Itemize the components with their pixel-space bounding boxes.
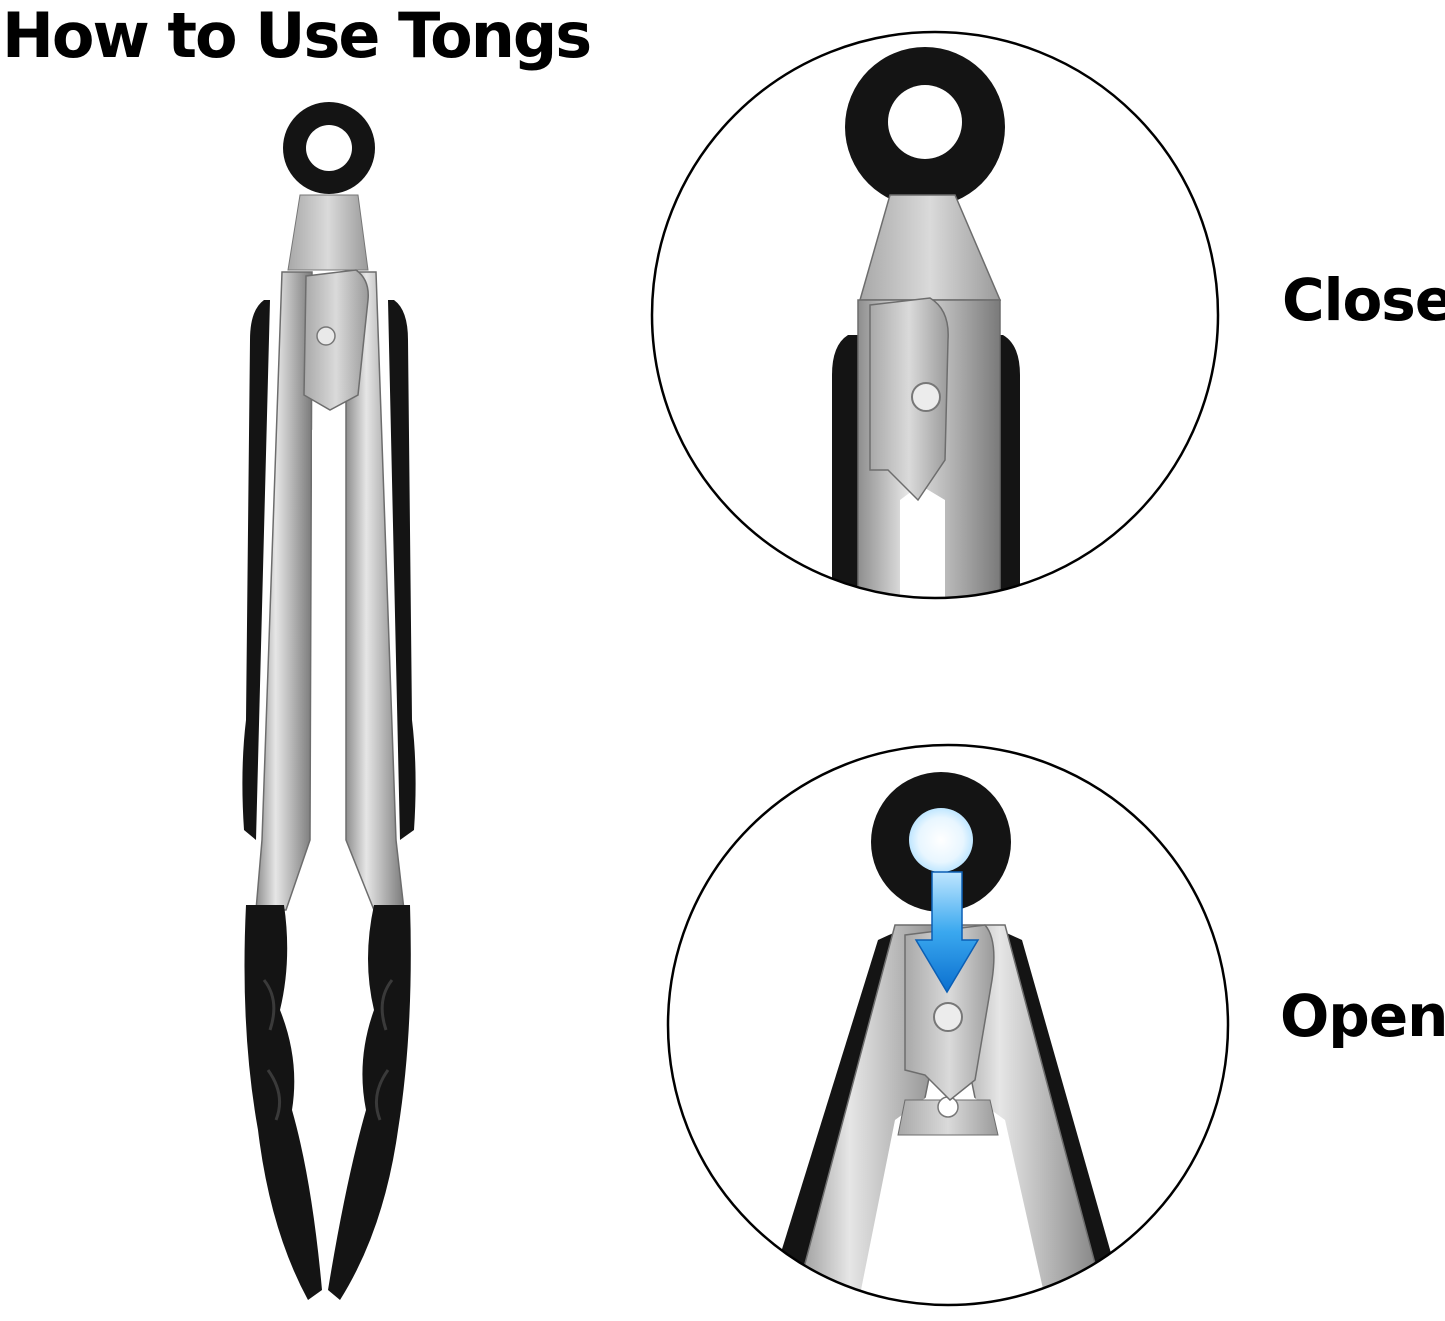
open-detail-icon — [666, 743, 1230, 1307]
open-zoom-circle — [666, 743, 1230, 1307]
page-title: How to Use Tongs — [2, 0, 592, 72]
close-label: Close — [1282, 266, 1445, 334]
tong-illustration-icon — [242, 102, 416, 1300]
close-detail-icon — [650, 30, 1220, 600]
down-arrow-icon — [914, 871, 980, 994]
close-zoom-circle — [650, 30, 1220, 600]
open-label: Open — [1280, 982, 1445, 1050]
